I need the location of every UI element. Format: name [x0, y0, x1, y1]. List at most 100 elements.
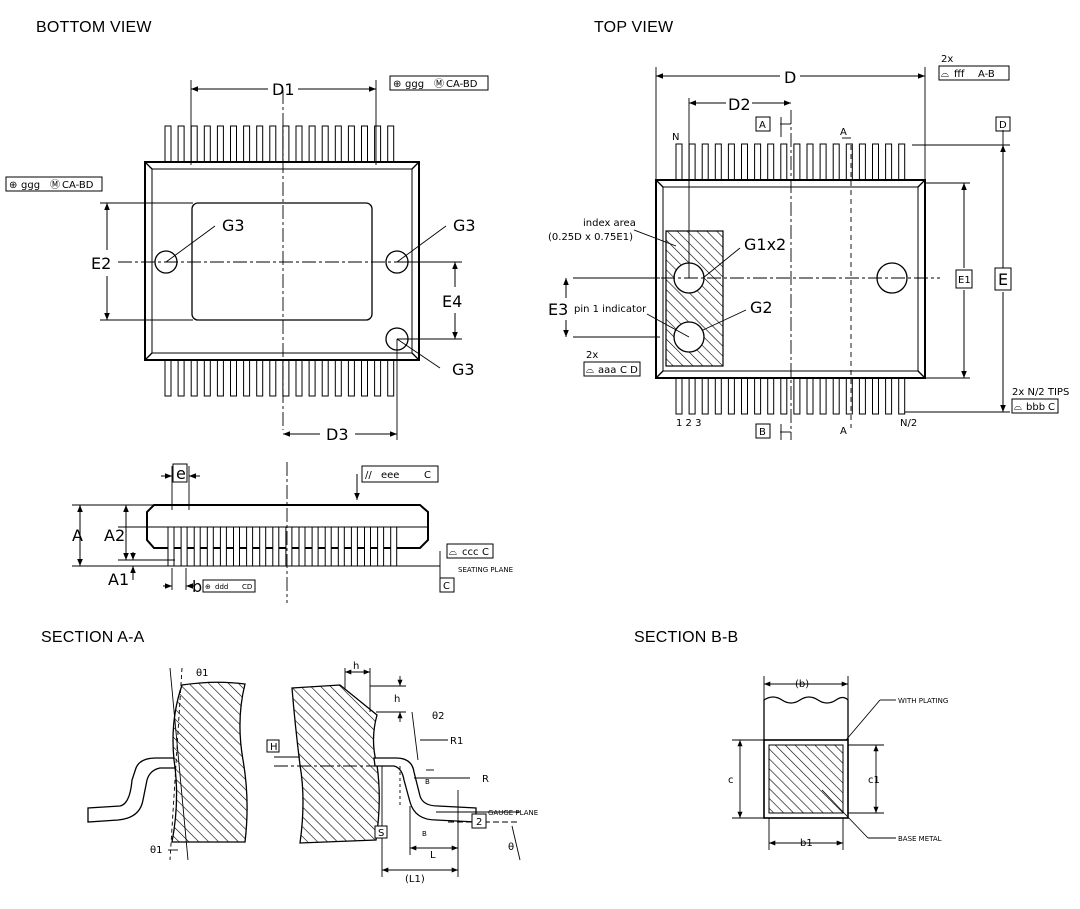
label-g3-left: G3: [222, 216, 245, 235]
lead: [259, 526, 267, 567]
bottom-top-leads: [164, 125, 395, 165]
parallel-symbol-icon: //: [365, 470, 372, 481]
dim-b1: b1: [800, 838, 813, 849]
lead: [282, 357, 290, 397]
lead: [390, 526, 398, 567]
radius-r: R: [482, 774, 489, 785]
lead: [858, 143, 866, 183]
lead: [177, 357, 185, 397]
lead: [361, 357, 368, 397]
label-g1: G1x2: [744, 235, 786, 254]
lead: [374, 125, 382, 165]
lead: [337, 526, 345, 567]
fcf-top-value: ggg: [405, 79, 424, 90]
lead: [347, 125, 355, 165]
lead: [321, 125, 329, 165]
lead: [741, 375, 748, 415]
lead: [190, 357, 198, 397]
lead: [164, 357, 172, 397]
dim-b: b: [192, 577, 202, 596]
lead: [193, 526, 201, 567]
angle-theta1-top: θ1: [196, 668, 208, 679]
fcf-eee-value: eee: [381, 470, 399, 481]
lead: [858, 375, 866, 415]
profile-symbol-icon: ⌓: [941, 69, 949, 80]
bottom-bottom-leads: [164, 357, 395, 397]
section-mark-a-bottom: A: [840, 426, 847, 437]
lead: [334, 357, 342, 397]
gauge-value: 2: [476, 817, 482, 828]
top-view-title: TOP VIEW: [594, 19, 674, 36]
fcf-ddd-value: ddd: [215, 583, 228, 591]
lead: [308, 125, 316, 165]
lead: [872, 143, 879, 183]
lead: [334, 125, 342, 165]
fcf-bbb-value: bbb: [1026, 402, 1045, 413]
side-labels: e A A2 A1 b // eee C ⌓ ccc C SEATING PLA…: [72, 464, 513, 596]
lead: [203, 357, 211, 397]
base-metal-label: BASE METAL: [898, 835, 942, 843]
dim-a2: A2: [104, 526, 125, 545]
section-aa-title: SECTION A-A: [41, 629, 145, 646]
lead: [819, 375, 827, 415]
section-bb-title: SECTION B-B: [634, 629, 739, 646]
lead: [324, 526, 332, 567]
dim-e-pitch: e: [176, 464, 186, 483]
datum-b: B: [759, 427, 766, 438]
lead: [164, 125, 172, 165]
datum-a: A: [759, 120, 766, 131]
lead: [377, 526, 385, 567]
lead: [190, 125, 198, 165]
fcf-fff-ref: A-B: [978, 69, 995, 80]
dim-H: H: [270, 742, 278, 753]
section-mark-a-top: A: [840, 127, 847, 138]
lead: [767, 375, 775, 415]
lead: [216, 357, 224, 397]
lead: [298, 526, 306, 567]
lead: [741, 143, 748, 183]
pin-numbers: 1 2 3: [676, 418, 701, 429]
lead: [295, 357, 303, 397]
datum-c: C: [443, 581, 450, 592]
dim-b-paren: (b): [795, 679, 809, 690]
section-aa-labels: θ1 θ1 θ2 θ h h H R1 R B B S L (L1) GAUGE…: [150, 661, 538, 885]
index-area-dims: (0.25D x 0.75E1): [548, 232, 633, 243]
lead: [754, 143, 762, 183]
fcf-aaa-ref: C D: [620, 365, 638, 376]
pin-n2-label: N/2: [900, 418, 917, 429]
lead: [675, 143, 683, 183]
lead: [361, 125, 368, 165]
lead: [793, 375, 801, 415]
dim-a1: A1: [108, 570, 129, 589]
label-g3-lower: G3: [452, 360, 475, 379]
lead: [374, 357, 382, 397]
label-g2: G2: [750, 298, 773, 317]
dim-c: c: [728, 775, 734, 786]
dim-a: A: [72, 526, 83, 545]
gauge-plane-label: GAUGE PLANE: [488, 809, 538, 817]
index-area-label: index area: [583, 218, 636, 229]
fcf-ccc-value: ccc: [462, 547, 479, 558]
lead: [230, 125, 237, 165]
fcf-aaa-value: aaa: [598, 365, 616, 376]
lead: [321, 357, 329, 397]
lead: [780, 143, 788, 183]
lead: [701, 143, 709, 183]
fcf-left-ref: CA-BD: [62, 180, 94, 191]
bottom-view: [5, 75, 489, 440]
bottom-view-title: BOTTOM VIEW: [36, 19, 152, 36]
angle-theta1-bottom: θ1: [150, 845, 162, 856]
mmc-symbol-icon: Ⓜ: [50, 179, 60, 191]
lead: [767, 143, 775, 183]
lead: [806, 375, 814, 415]
bottom-labels: D1 E2 E4 D3 G3 G3 G3 ⊕ ggg Ⓜ CA-BD ⊕ ggg…: [9, 78, 478, 444]
top-labels: D D2 E E1 E3 A B D A A N N/2 1 2 3 index…: [548, 54, 1069, 438]
lead: [216, 125, 224, 165]
profile-symbol-icon: ⌓: [449, 547, 457, 558]
lead: [701, 375, 709, 415]
lead: [364, 526, 371, 567]
radius-r1: R1: [450, 736, 463, 747]
dim-d3: D3: [326, 425, 349, 444]
seating-plane-label: SEATING PLANE: [458, 566, 513, 574]
